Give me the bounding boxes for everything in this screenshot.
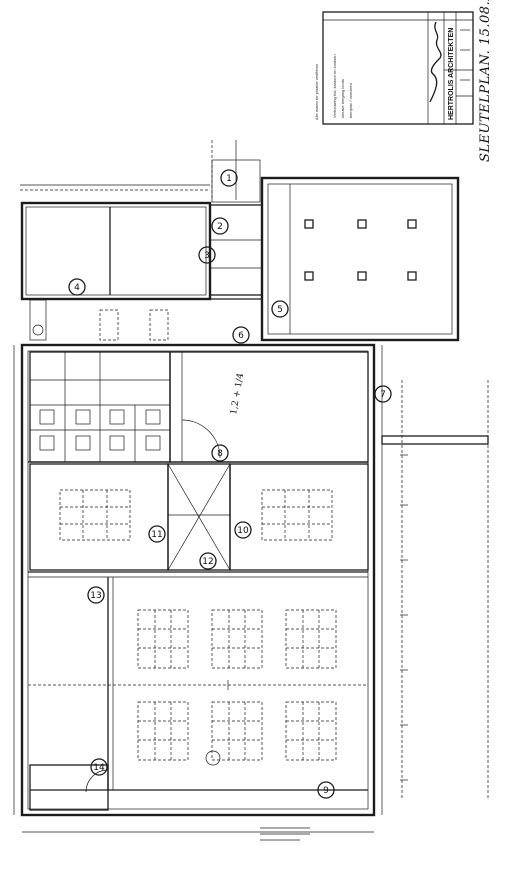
upper-annex [20, 140, 460, 342]
svg-text:10: 10 [237, 526, 249, 536]
title-block: Alle maten ter plaatse verifiëren Verbou… [314, 11, 474, 125]
architect-signature [429, 21, 442, 103]
room-marker-6: 6 [232, 326, 250, 344]
main-building [13, 343, 489, 833]
svg-text:6: 6 [238, 331, 244, 341]
title-note-1: Alle maten ter plaatse verifiëren [314, 64, 319, 120]
room-marker-7: 7 [374, 385, 392, 403]
svg-text:4: 4 [74, 283, 80, 293]
room-markers: 1 2 3 4 5 6 7 8 [68, 169, 392, 799]
svg-text:12: 12 [202, 557, 213, 567]
handwritten-plan-title: SLEUTELPLAN. 15.08.2014 [478, 0, 493, 162]
room-marker-8: 8 [211, 444, 229, 462]
room-marker-14: 14 [90, 758, 108, 776]
room-marker-3: 3 [198, 246, 216, 264]
room-marker-9: 9 [317, 781, 335, 799]
svg-text:11: 11 [151, 530, 162, 540]
title-note-4: kernplan / overzicht [348, 82, 353, 118]
bottom-legend [260, 827, 310, 841]
svg-text:1,2 + 1/4: 1,2 + 1/4 [229, 372, 246, 415]
svg-text:14: 14 [93, 763, 105, 773]
handwritten-annotation: 1,2 + 1/4 [229, 372, 246, 415]
svg-text:2: 2 [217, 222, 223, 232]
room-marker-10: 10 [234, 521, 252, 539]
title-note-2: Verbouwing hal, kantoor en loodsen [332, 54, 337, 118]
room-marker-11: 11 [148, 525, 166, 543]
svg-text:8: 8 [217, 449, 223, 459]
svg-text:7: 7 [380, 390, 386, 400]
room-marker-2: 2 [211, 217, 229, 235]
svg-text:1: 1 [226, 174, 232, 184]
title-note-3: nieuwe toegang loods [340, 79, 345, 118]
room-marker-12: 12 [199, 552, 217, 570]
svg-text:13: 13 [90, 591, 101, 601]
svg-text:9: 9 [323, 786, 329, 796]
firm-name: HERTROLIS ARCHITEKTEN [448, 28, 455, 120]
room-marker-13: 13 [87, 586, 105, 604]
room-marker-5: 5 [271, 300, 289, 318]
svg-text:3: 3 [204, 251, 210, 261]
room-marker-4: 4 [68, 278, 86, 296]
room-marker-1: 1 [220, 169, 238, 187]
svg-text:5: 5 [277, 305, 283, 315]
